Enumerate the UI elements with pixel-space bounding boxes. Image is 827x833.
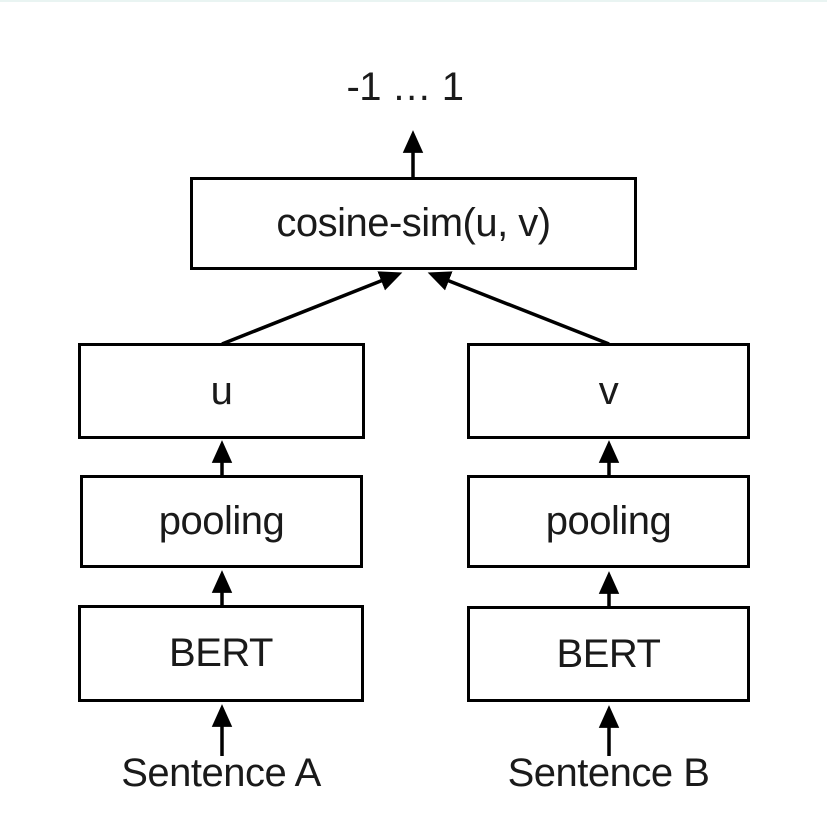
sentence-a-label: Sentence A: [121, 750, 321, 795]
arrow-u-to-cosine-icon: [221, 271, 403, 346]
sentence-b-label: Sentence B: [507, 750, 710, 795]
bert-box-right: BERT: [467, 606, 750, 702]
arrow-v-to-cosine-icon: [427, 271, 610, 346]
embedding-v-label: v: [598, 368, 619, 413]
bert-left-label: BERT: [169, 631, 273, 675]
bert-box-left: BERT: [78, 605, 364, 702]
cosine-sim-box-label: cosine-sim(u, v): [276, 201, 551, 245]
bert-right-label: BERT: [556, 631, 661, 676]
embedding-u-box: u: [78, 343, 365, 439]
top-edge-line: [0, 0, 827, 2]
cosine-sim-box: cosine-sim(u, v): [190, 177, 637, 270]
pooling-right-label: pooling: [545, 499, 672, 543]
output-range-label: -1 … 1: [346, 64, 464, 109]
pooling-box-left: pooling: [80, 475, 363, 568]
embedding-u-label: u: [210, 368, 233, 413]
pooling-left-label: pooling: [158, 499, 285, 543]
pooling-box-right: pooling: [467, 475, 750, 568]
embedding-v-box: v: [467, 343, 750, 439]
